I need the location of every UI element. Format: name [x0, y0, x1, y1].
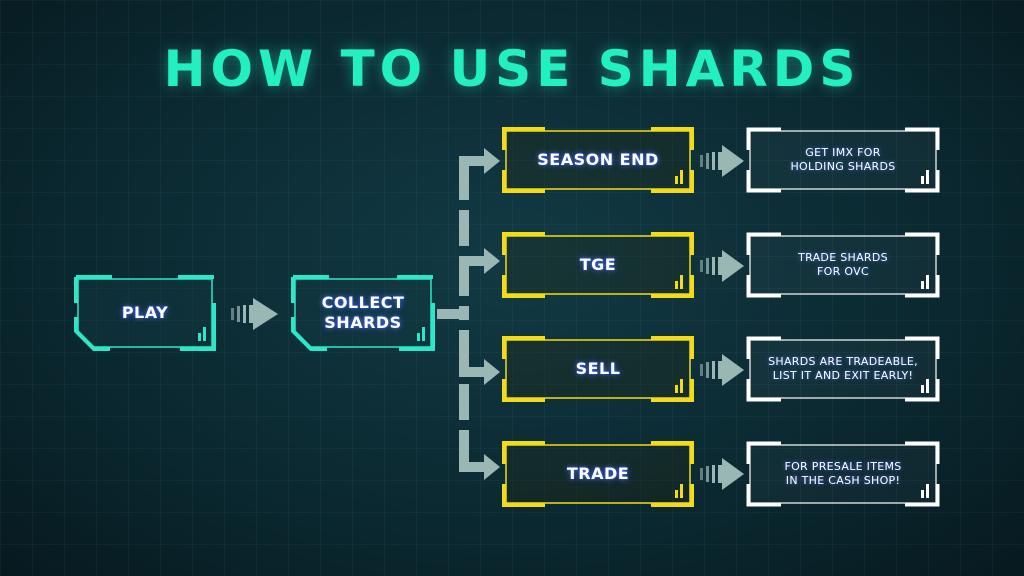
result-arrow-2 [700, 250, 744, 282]
collect-label-line-1: COLLECT [321, 293, 405, 312]
result-text-season-end: GET IMX FOR HOLDING SHARDS [790, 146, 895, 174]
result-arrow-4 [700, 458, 744, 490]
result-line: HOLDING SHARDS [790, 160, 896, 173]
play-box: PLAY [72, 273, 218, 353]
result-box-trade: FOR PRESALE ITEMS IN THE CASH SHOP! [745, 440, 941, 508]
result-arrow-1 [700, 145, 744, 177]
branch-arrow-4 [459, 454, 500, 480]
collect-shards-box: COLLECT SHARDS [289, 273, 437, 353]
play-label: PLAY [121, 303, 169, 322]
option-box-sell: SELL [501, 335, 695, 403]
result-box-sell: SHARDS ARE TRADEABLE, LIST IT AND EXIT E… [745, 335, 941, 403]
result-text-trade: FOR PRESALE ITEMS IN THE CASH SHOP! [784, 460, 901, 488]
collect-label-line-2: SHARDS [324, 313, 402, 332]
result-line: IN THE CASH SHOP! [785, 474, 901, 487]
arrow-play-to-collect [231, 298, 278, 330]
option-box-trade: TRADE [501, 440, 695, 508]
branch-arrow-3 [459, 359, 500, 385]
result-line: TRADE SHARDS [798, 251, 888, 265]
branch-arrow-2 [459, 248, 500, 274]
result-line: LIST IT AND EXIT EARLY! [772, 369, 914, 382]
result-text-tge: TRADE SHARDS FOR OVC [798, 251, 888, 279]
option-label-season-end: SEASON END [537, 150, 659, 169]
option-box-season-end: SEASON END [501, 126, 695, 194]
result-arrow-3 [700, 354, 744, 386]
result-line: FOR OVC [817, 265, 869, 278]
result-box-season-end: GET IMX FOR HOLDING SHARDS [745, 126, 941, 194]
branch-arrow-1 [459, 148, 500, 174]
option-label-trade: TRADE [566, 464, 630, 483]
result-line: GET IMX FOR [805, 146, 881, 160]
collect-shards-label: COLLECT SHARDS [322, 293, 405, 333]
result-box-tge: TRADE SHARDS FOR OVC [745, 231, 941, 299]
trunk-segment [459, 160, 469, 200]
connector-stub [437, 309, 461, 319]
option-label-tge: TGE [579, 255, 617, 274]
result-line: FOR PRESALE ITEMS [784, 460, 902, 474]
page-title: HOW TO USE SHARDS [163, 40, 861, 98]
result-text-sell: SHARDS ARE TRADEABLE, LIST IT AND EXIT E… [768, 355, 918, 383]
result-line: SHARDS ARE TRADEABLE, [768, 355, 918, 369]
option-label-sell: SELL [575, 359, 621, 378]
option-box-tge: TGE [501, 231, 695, 299]
